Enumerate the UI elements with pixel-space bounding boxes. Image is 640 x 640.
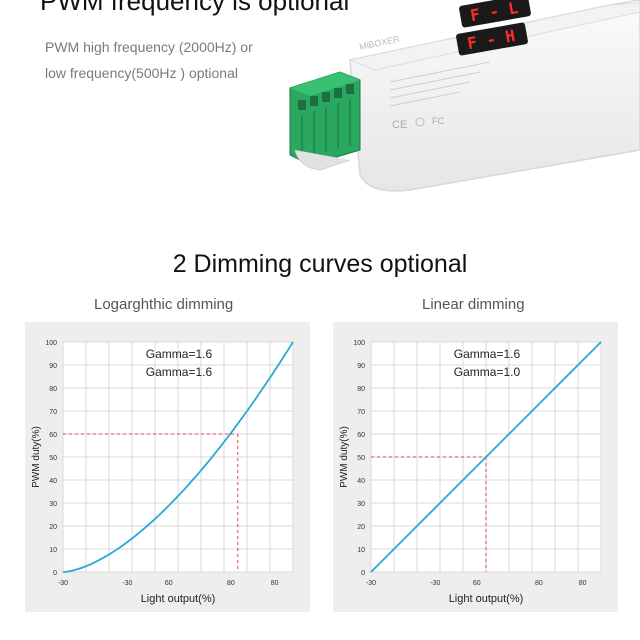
y-tick-label: 10 — [49, 547, 57, 554]
x-tick-label: 80 — [227, 580, 235, 587]
y-tick-label: 100 — [353, 340, 365, 347]
y-tick-label: 80 — [49, 386, 57, 393]
y-tick-label: 60 — [357, 432, 365, 439]
y-axis-label: PWM duty(%) — [339, 426, 350, 488]
controller-illustration: MiBOXER CE FC F - L F - H — [289, 0, 640, 192]
y-tick-label: 20 — [357, 524, 365, 531]
y-tick-label: 50 — [49, 455, 57, 462]
y-tick-label: 30 — [49, 501, 57, 508]
y-tick-label: 0 — [53, 570, 57, 577]
dimming-curve — [62, 341, 294, 573]
y-tick-label: 70 — [49, 409, 57, 416]
y-tick-label: 30 — [357, 501, 365, 508]
y-tick-label: 60 — [49, 432, 57, 439]
x-tick-label: -30 — [58, 580, 68, 587]
y-tick-label: 100 — [45, 340, 57, 347]
y-tick-label: 70 — [357, 409, 365, 416]
y-tick-label: 50 — [357, 455, 365, 462]
y-tick-label: 90 — [49, 363, 57, 370]
x-axis-label: Light output(%) — [141, 593, 216, 605]
gamma-annotation-2: Gamma=1.6 — [146, 365, 213, 379]
gamma-annotation-1: Gamma=1.6 — [454, 347, 521, 361]
terminal-block — [289, 71, 361, 166]
y-tick-label: 80 — [357, 386, 365, 393]
pwm-description: PWM high frequency (2000Hz) or low frequ… — [45, 34, 295, 86]
fc-mark: FC — [432, 116, 444, 126]
dimming-curve — [370, 341, 602, 573]
gamma-annotation-1: Gamma=1.6 — [146, 347, 213, 361]
x-tick-label: 60 — [165, 580, 173, 587]
chart-linear: 0 10 20 30 40 50 60 70 80 90 100 -30 -30 60 80 80Light … — [339, 340, 602, 605]
ce-mark: CE — [392, 119, 407, 131]
page-title: PWM frequency is optional — [40, 0, 350, 16]
y-axis-label: PWM duty(%) — [31, 426, 42, 488]
x-axis-label: Light output(%) — [449, 593, 524, 605]
chart-caption-linear: Linear dimming — [422, 296, 525, 313]
pwm-description-line1: PWM high frequency (2000Hz) or — [45, 39, 253, 55]
x-tick-label: -30 — [366, 580, 376, 587]
chart-caption-log: Logarghthic dimming — [94, 296, 234, 313]
y-tick-label: 0 — [361, 570, 365, 577]
y-tick-label: 90 — [357, 363, 365, 370]
x-tick-label: 60 — [473, 580, 481, 587]
brand-label: MiBOXER — [358, 34, 401, 52]
x-tick-label: -30 — [430, 580, 440, 587]
x-tick-label: 80 — [535, 580, 543, 587]
x-tick-label: 80 — [271, 580, 279, 587]
y-tick-label: 40 — [49, 478, 57, 485]
x-tick-label: 80 — [579, 580, 587, 587]
y-tick-label: 20 — [49, 524, 57, 531]
section-title: 2 Dimming curves optional — [172, 250, 468, 278]
x-tick-label: -30 — [122, 580, 132, 587]
pwm-description-line2: low frequency(500Hz ) optional — [45, 65, 238, 81]
recycle-icon — [415, 117, 425, 127]
y-tick-label: 10 — [357, 547, 365, 554]
controller-product-image: MiBOXER CE FC F - L F - H — [280, 0, 640, 200]
chart-log: 0 10 20 30 40 50 60 70 80 90 100 -30 -30 60 80 80Light … — [31, 340, 294, 605]
y-tick-label: 40 — [357, 478, 365, 485]
gamma-annotation-2: Gamma=1.0 — [454, 365, 521, 379]
